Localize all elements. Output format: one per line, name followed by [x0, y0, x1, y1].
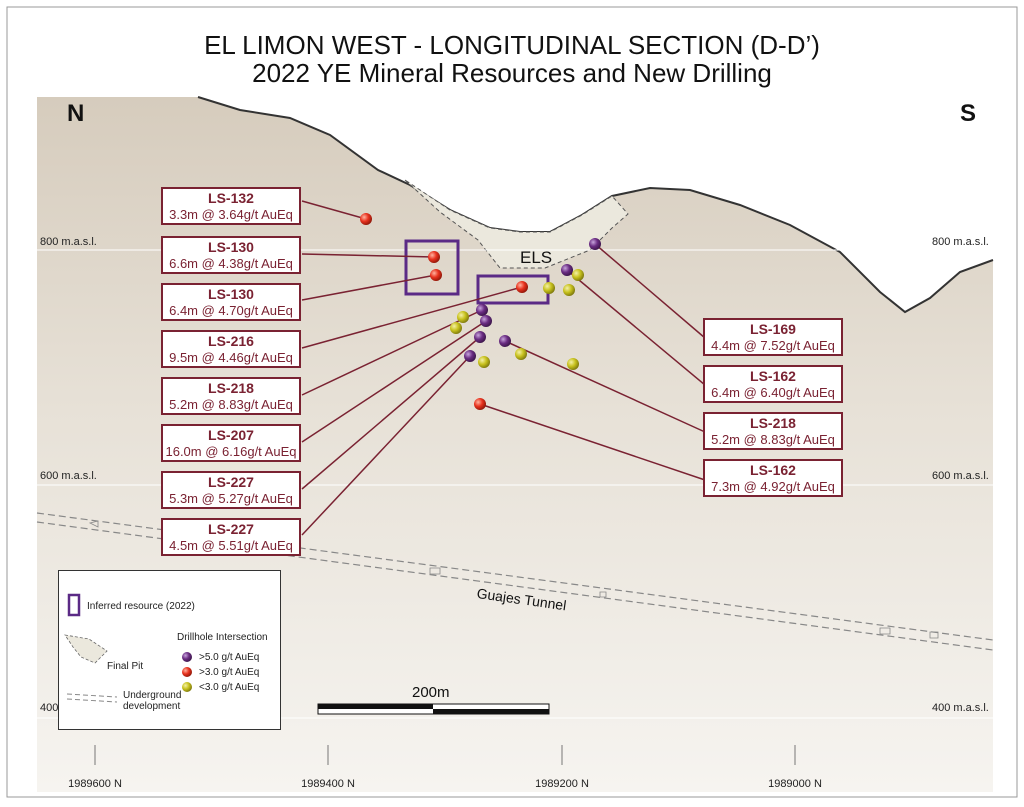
- legend-inferred-label: Inferred resource (2022): [87, 601, 195, 612]
- intersection-mid: [474, 398, 486, 410]
- drillhole-id: LS-218: [208, 380, 254, 396]
- scale-bar-label: 200m: [412, 684, 450, 701]
- elevation-label: 800 m.a.s.l.: [40, 236, 97, 248]
- intersection-low: [563, 284, 575, 296]
- legend-high-label: >5.0 g/t AuEq: [199, 652, 260, 663]
- intercept-callout: LS-218 5.2m @ 8.83g/t AuEq: [161, 377, 301, 415]
- intersection-mid: [430, 269, 442, 281]
- intersection-high: [589, 238, 601, 250]
- elevation-label: 400 m.a.s.l.: [932, 702, 989, 714]
- els-label: ELS: [520, 248, 553, 267]
- intersection-high: [480, 315, 492, 327]
- figure-subtitle: 2022 YE Mineral Resources and New Drilli…: [252, 58, 772, 88]
- intercept-grade: 5.3m @ 5.27g/t AuEq: [169, 491, 293, 506]
- legend-low-label: <3.0 g/t AuEq: [199, 682, 260, 693]
- northing-ticks: [94, 745, 796, 765]
- intersection-high: [499, 335, 511, 347]
- intersection-low: [450, 322, 462, 334]
- legend-drillhole-title: Drillhole Intersection: [177, 632, 268, 643]
- intersection-mid: [428, 251, 440, 263]
- intercept-grade: 5.2m @ 8.83g/t AuEq: [169, 397, 293, 412]
- drillhole-id: LS-169: [750, 321, 796, 337]
- intercept-grade: 6.4m @ 6.40g/t AuEq: [711, 385, 835, 400]
- intersection-mid: [360, 213, 372, 225]
- drillhole-id: LS-130: [208, 286, 254, 302]
- intercept-grade: 9.5m @ 4.46g/t AuEq: [169, 350, 293, 365]
- elevation-label: 600 m.a.s.l.: [932, 470, 989, 482]
- south-label: S: [960, 100, 977, 127]
- inferred-resource-block-1: [404, 239, 460, 296]
- northing-label: 1989000 N: [768, 778, 822, 790]
- intercept-callout: LS-227 5.3m @ 5.27g/t AuEq: [161, 471, 301, 509]
- intersection-high: [476, 304, 488, 316]
- intersection-low: [478, 356, 490, 368]
- intersection-high: [561, 264, 573, 276]
- intersection-low: [457, 311, 469, 323]
- intercept-grade: 6.6m @ 4.38g/t AuEq: [169, 256, 293, 271]
- intercept-callout: LS-216 9.5m @ 4.46g/t AuEq: [161, 330, 301, 368]
- drillhole-id: LS-218: [750, 415, 796, 431]
- intercept-callout: LS-207 16.0m @ 6.16g/t AuEq: [161, 424, 301, 462]
- intercept-grade: 4.4m @ 7.52g/t AuEq: [711, 338, 835, 353]
- intercept-grade: 16.0m @ 6.16g/t AuEq: [165, 444, 297, 459]
- drillhole-id: LS-207: [208, 427, 254, 443]
- figure-title: EL LIMON WEST - LONGITUDINAL SECTION (D-…: [204, 30, 820, 60]
- final-pit-outline: [404, 179, 629, 269]
- intersection-mid: [516, 281, 528, 293]
- intercept-grade: 5.2m @ 8.83g/t AuEq: [711, 432, 835, 447]
- intercept-callout: LS-130 6.6m @ 4.38g/t AuEq: [161, 236, 301, 274]
- north-label: N: [67, 100, 85, 127]
- intersection-low: [572, 269, 584, 281]
- legend-final-pit-label: Final Pit: [107, 661, 144, 672]
- intercept-callout: LS-169 4.4m @ 7.52g/t AuEq: [703, 318, 843, 356]
- drillhole-id: LS-162: [750, 462, 796, 478]
- northing-label: 1989200 N: [535, 778, 589, 790]
- legend-underground-label: Underground development: [123, 690, 182, 712]
- intersection-low: [515, 348, 527, 360]
- intercept-grade: 6.4m @ 4.70g/t AuEq: [169, 303, 293, 318]
- intercept-callout: LS-218 5.2m @ 8.83g/t AuEq: [703, 412, 843, 450]
- intercept-grade: 3.3m @ 3.64g/t AuEq: [169, 207, 293, 222]
- drillhole-id: LS-162: [750, 368, 796, 384]
- intersection-low: [567, 358, 579, 370]
- intersection-high: [464, 350, 476, 362]
- tunnel-workings: [88, 520, 939, 639]
- elevation-label: 600 m.a.s.l.: [40, 470, 97, 482]
- drillhole-id: LS-132: [208, 190, 254, 206]
- drillhole-intersections: [360, 213, 601, 410]
- drillhole-id: LS-227: [208, 474, 254, 490]
- legend: Inferred resource (2022) Final Pit Under…: [58, 570, 281, 730]
- elevation-label: 400: [40, 702, 59, 714]
- intercept-grade: 4.5m @ 5.51g/t AuEq: [169, 538, 293, 553]
- legend-mid-label: >3.0 g/t AuEq: [199, 667, 260, 678]
- intercept-callout: LS-227 4.5m @ 5.51g/t AuEq: [161, 518, 301, 556]
- intercept-callout: LS-162 7.3m @ 4.92g/t AuEq: [703, 459, 843, 497]
- drillhole-id: LS-130: [208, 239, 254, 255]
- drillhole-id: LS-227: [208, 521, 254, 537]
- intersection-high: [474, 331, 486, 343]
- intercept-callout: LS-132 3.3m @ 3.64g/t AuEq: [161, 187, 301, 225]
- northing-label: 1989600 N: [68, 778, 122, 790]
- intercept-callout: LS-162 6.4m @ 6.40g/t AuEq: [703, 365, 843, 403]
- elevation-label: 800 m.a.s.l.: [932, 236, 989, 248]
- scale-bar: [317, 703, 550, 715]
- legend-symbols: [64, 593, 192, 703]
- intercept-callout: LS-130 6.4m @ 4.70g/t AuEq: [161, 283, 301, 321]
- intersection-low: [543, 282, 555, 294]
- drillhole-id: LS-216: [208, 333, 254, 349]
- intercept-grade: 7.3m @ 4.92g/t AuEq: [711, 479, 835, 494]
- northing-label: 1989400 N: [301, 778, 355, 790]
